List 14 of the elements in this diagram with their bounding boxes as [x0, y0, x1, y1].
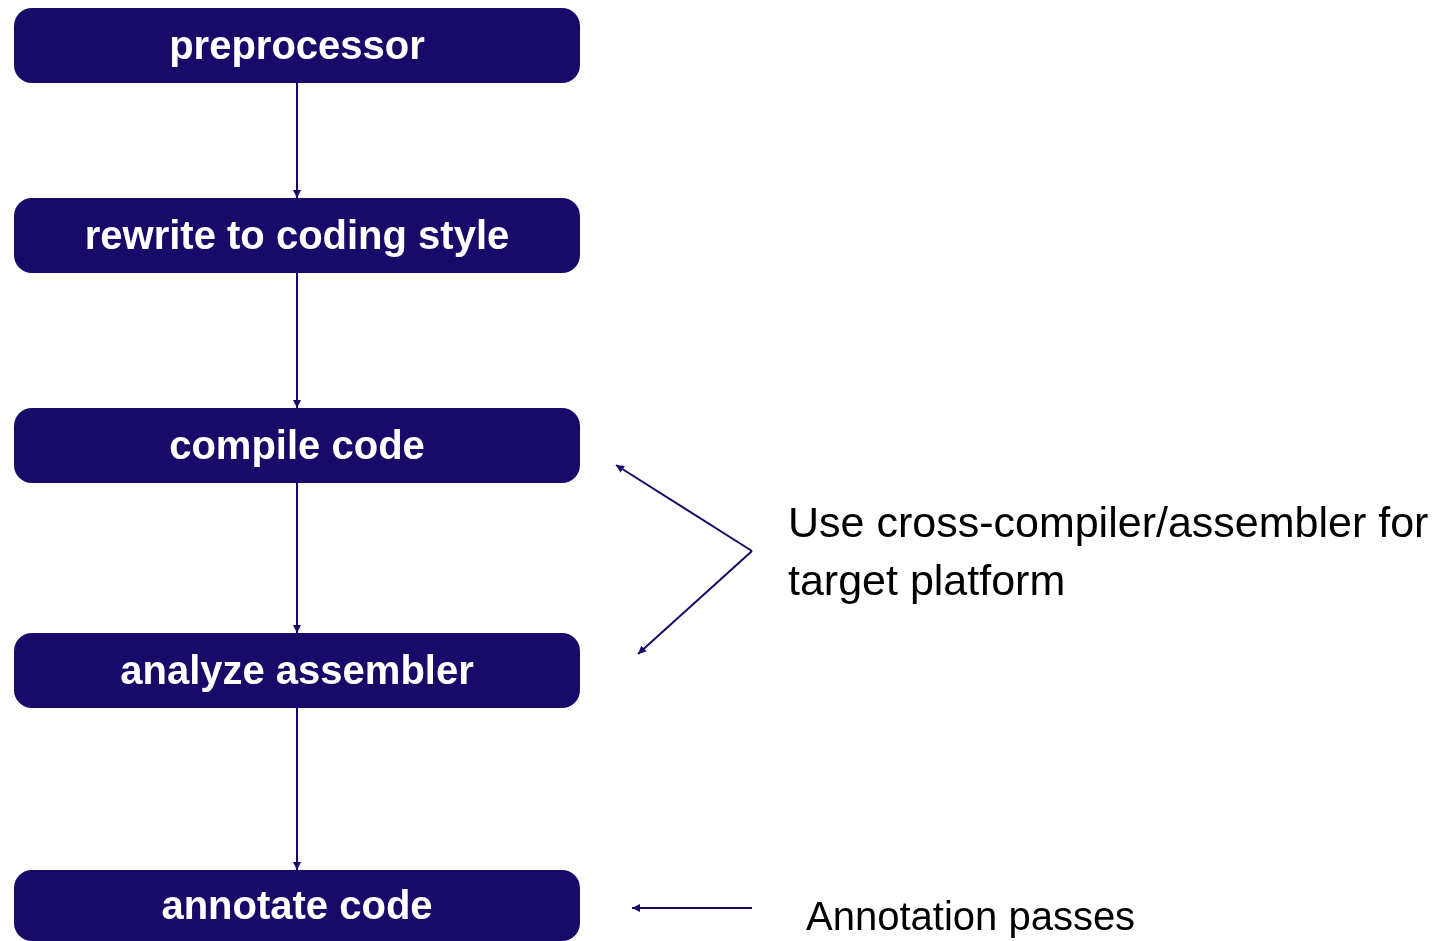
arrow [293, 707, 301, 871]
process-box: compile code [14, 408, 580, 483]
process-box: rewrite to coding style [14, 198, 580, 273]
process-box: annotate code [14, 870, 580, 941]
process-box: analyze assembler [14, 633, 580, 708]
arrow [293, 82, 301, 199]
arrow [637, 550, 753, 655]
annotation-text: Annotation passes [806, 887, 1226, 941]
arrow [615, 464, 753, 552]
annotation-text: Use cross-compiler/assembler for target platform [788, 493, 1443, 609]
arrow [293, 482, 301, 634]
arrow [293, 272, 301, 409]
process-box: preprocessor [14, 8, 580, 83]
arrow [631, 904, 753, 912]
